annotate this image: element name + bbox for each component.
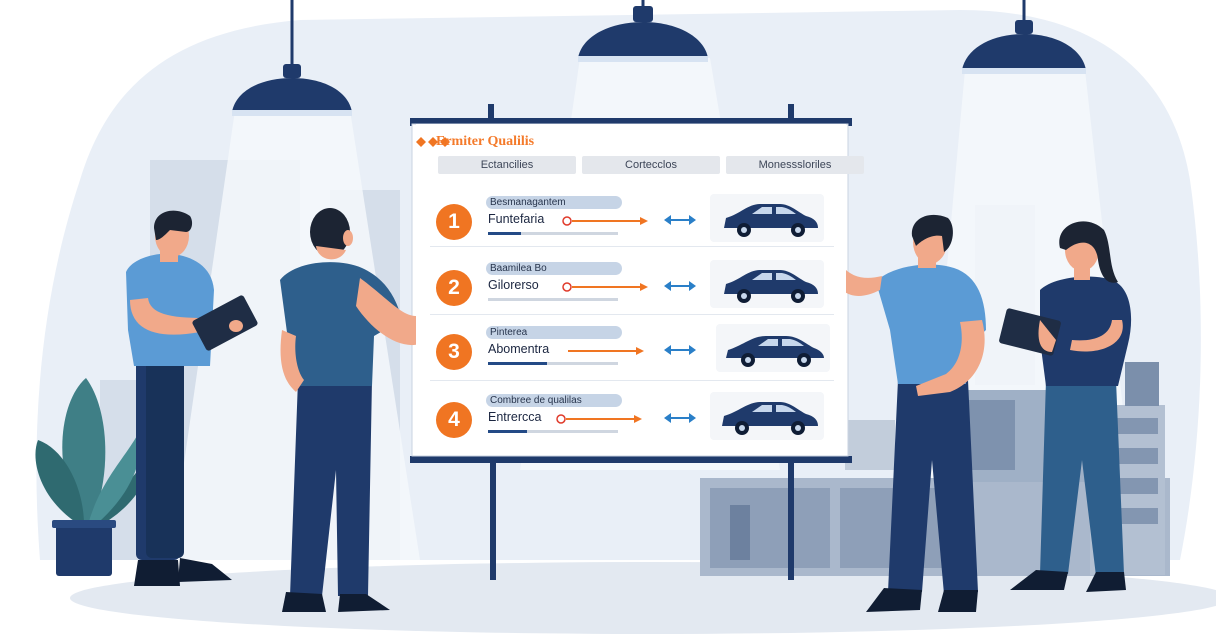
- pendant-lamp-icon: [578, 0, 708, 62]
- list-item: 3 Pinterea Abomentra: [416, 320, 846, 382]
- step-tag: Baamilea Bo: [486, 262, 622, 275]
- double-arrow-icon: [664, 413, 696, 423]
- car-icon: [726, 336, 824, 367]
- car-card: [710, 194, 824, 242]
- arrow-right-icon: [562, 282, 648, 292]
- step-label: Funtefaria: [488, 212, 545, 226]
- double-arrow-icon: [664, 345, 696, 355]
- step-tag: Combree de qualilas: [486, 394, 622, 407]
- progress-bar: [488, 232, 618, 235]
- step-label: Gilorerso: [488, 278, 539, 292]
- column-header: Ectancilies: [438, 156, 576, 174]
- double-arrow-icon: [664, 215, 696, 225]
- potted-plant-icon: [35, 378, 150, 576]
- pendant-lamp-icon: [962, 0, 1086, 74]
- arrow-right-icon: [562, 216, 648, 226]
- step-number: 4: [436, 402, 472, 438]
- row-divider: [430, 314, 834, 315]
- board-title: Ermiter Qualilis: [436, 134, 535, 149]
- step-label: Abomentra: [488, 342, 550, 356]
- list-item: 1 Besmanagantem Funtefaria: [416, 190, 846, 252]
- arrow-right-icon: [556, 414, 642, 424]
- car-card: [710, 392, 824, 440]
- step-number: 1: [436, 204, 472, 240]
- progress-fill: [488, 232, 521, 235]
- step-tag: Besmanagantem: [486, 196, 622, 209]
- progress-bar: [488, 298, 618, 301]
- car-icon: [724, 204, 818, 237]
- progress-bar: [488, 362, 618, 365]
- column-header: Monesssloriles: [726, 156, 864, 174]
- step-number: 3: [436, 334, 472, 370]
- list-item: 4 Combree de qualilas Entrercca: [416, 388, 846, 450]
- pendant-lamp-icon: [232, 0, 352, 116]
- list-item: 2 Baamilea Bo Gilorerso: [416, 256, 846, 318]
- step-label: Entrercca: [488, 410, 542, 424]
- person-with-tablet-left: [126, 210, 258, 586]
- arrow-right-icon: [568, 347, 644, 355]
- step-tag: Pinterea: [486, 326, 622, 339]
- progress-fill: [488, 362, 547, 365]
- person-woman-tablet: [999, 221, 1132, 592]
- tablet-icon: [192, 295, 258, 351]
- car-icon: [722, 402, 818, 435]
- car-card: [710, 260, 824, 308]
- progress-fill: [488, 430, 527, 433]
- row-divider: [430, 380, 834, 381]
- progress-bar: [488, 430, 618, 433]
- car-card: [716, 324, 830, 372]
- column-header: Cortecclos: [582, 156, 720, 174]
- car-icon: [724, 270, 818, 303]
- title-diamonds-icon: [416, 137, 450, 147]
- step-number: 2: [436, 270, 472, 306]
- double-arrow-icon: [664, 281, 696, 291]
- row-divider: [430, 246, 834, 247]
- presentation-board: Ermiter Qualilis Ectancilies Cortecclos …: [416, 124, 864, 454]
- board-stand: [410, 104, 852, 580]
